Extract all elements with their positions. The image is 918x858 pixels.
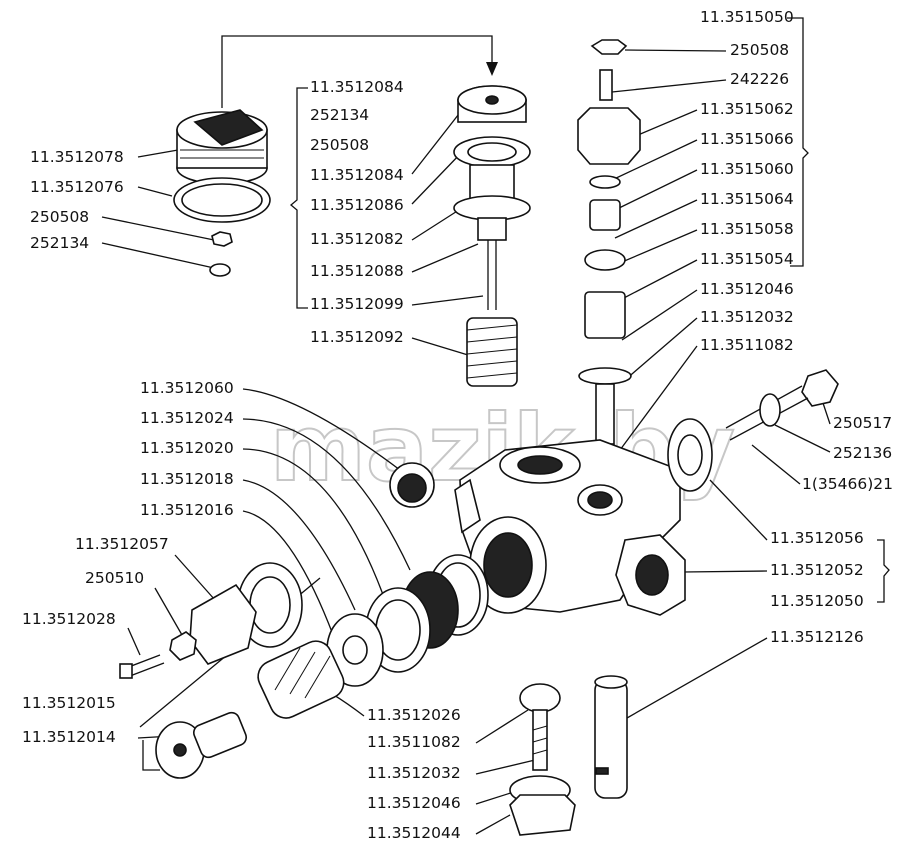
label-3512024: 11.3512024 (140, 409, 234, 427)
label-3512046-right: 11.3512046 (700, 280, 794, 298)
label-3512076: 11.3512076 (30, 178, 124, 196)
plug-3512057-drawing (119, 562, 303, 679)
rings-3512016-3512024-drawing (326, 554, 489, 687)
bracket-3512014 (142, 740, 160, 771)
bottom-valve-drawing (509, 683, 576, 836)
label-3512056: 11.3512056 (770, 529, 864, 547)
label-3512032-bottom: 11.3512032 (367, 764, 461, 782)
pump-body-3512050-drawing (454, 439, 686, 616)
bracket-3515050 (787, 17, 809, 267)
label-3512016: 11.3512016 (140, 501, 234, 519)
bracket-3512084 (289, 87, 308, 309)
label-252136: 252136 (833, 444, 892, 462)
spring-3512026-drawing (257, 640, 345, 719)
label-3512099: 11.3512099 (310, 295, 404, 313)
label-3512082: 11.3512082 (310, 230, 404, 248)
labels-bottom: 11.3512026 11.3511082 11.3512032 11.3512… (367, 706, 461, 842)
seal-ring-3512076-drawing (173, 177, 271, 223)
label-3515060: 11.3515060 (700, 160, 794, 178)
bolt-250517-drawing (667, 369, 839, 492)
label-3512046-bottom: 11.3512046 (367, 794, 461, 812)
label-3512086: 11.3512086 (310, 196, 404, 214)
nut-250508-left-drawing (209, 231, 233, 277)
label-3515058: 11.3515058 (700, 220, 794, 238)
label-3512060: 11.3512060 (140, 379, 234, 397)
label-250508-top: 250508 (730, 41, 789, 59)
label-3512126: 11.3512126 (770, 628, 864, 646)
label-3512015: 11.3512015 (22, 694, 116, 712)
label-3515066: 11.3515066 (700, 130, 794, 148)
label-3512018: 11.3512018 (140, 470, 234, 488)
label-3512026: 11.3512026 (367, 706, 461, 724)
label-3512088: 11.3512088 (310, 262, 404, 280)
arrow-line (221, 35, 493, 108)
label-3512084-b: 11.3512084 (310, 166, 404, 184)
label-3512032-right: 11.3512032 (700, 308, 794, 326)
label-3512028: 11.3512028 (22, 610, 116, 628)
label-3511082-bottom: 11.3511082 (367, 733, 461, 751)
filter-3512060-drawing (389, 462, 435, 508)
label-252134-mid: 252134 (310, 106, 369, 124)
label-3515062: 11.3515062 (700, 100, 794, 118)
label-250510: 250510 (85, 569, 144, 587)
label-3515050: 11.3515050 (700, 8, 794, 26)
label-3512057: 11.3512057 (75, 535, 169, 553)
label-250508-mid: 250508 (310, 136, 369, 154)
valve-assembly-3512084-drawing (453, 85, 531, 387)
label-3512092: 11.3512092 (310, 328, 404, 346)
bracket-3512050 (877, 539, 890, 603)
labels-right-top: 11.3515050 250508 242226 11.3515062 11.3… (700, 8, 893, 646)
label-3512084-a: 11.3512084 (310, 78, 404, 96)
label-3512014: 11.3512014 (22, 728, 116, 746)
label-242226: 242226 (730, 70, 789, 88)
cap-3512078-drawing (176, 109, 268, 185)
label-3511082-right: 11.3511082 (700, 336, 794, 354)
valve-3512014-drawing (155, 711, 248, 779)
label-3512044: 11.3512044 (367, 824, 461, 842)
label-3512050: 11.3512050 (770, 592, 864, 610)
label-250517: 250517 (833, 414, 892, 432)
labels-left: 11.3512078 11.3512076 250508 252134 11.3… (22, 148, 234, 746)
label-3512078: 11.3512078 (30, 148, 124, 166)
label-35466: 1(35466)21 (802, 475, 893, 493)
label-3512020: 11.3512020 (140, 439, 234, 457)
label-250508-left: 250508 (30, 208, 89, 226)
label-252134-left: 252134 (30, 234, 89, 252)
tube-3512126-drawing (594, 675, 628, 799)
labels-middle: 11.3512084 252134 250508 11.3512084 11.3… (310, 78, 404, 346)
label-3515064: 11.3515064 (700, 190, 794, 208)
label-3515054: 11.3515054 (700, 250, 794, 268)
arrow-head (486, 62, 498, 76)
label-3512052: 11.3512052 (770, 561, 864, 579)
